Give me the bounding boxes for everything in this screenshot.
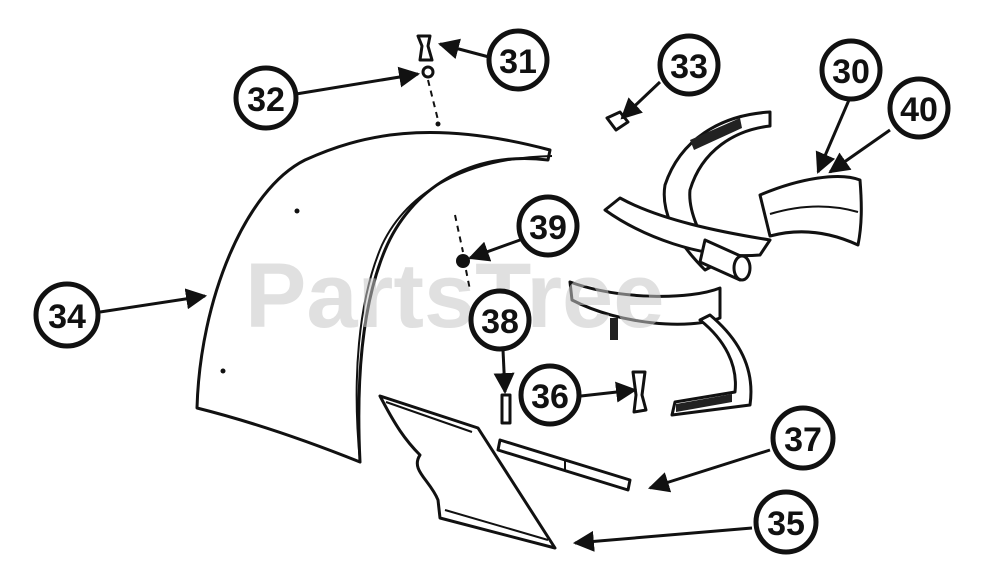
callout-33: 33 [657,33,721,97]
callout-38: 38 [468,288,532,352]
flap-part [378,394,557,550]
callout-36: 36 [518,363,582,427]
svg-text:34: 34 [48,298,86,336]
svg-text:35: 35 [767,505,805,543]
callout-34: 34 [33,281,101,349]
callout-35: 35 [753,489,819,555]
svg-text:31: 31 [499,43,537,81]
svg-text:37: 37 [784,421,822,459]
callout-40: 40 [887,76,951,140]
callout-39: 39 [516,194,580,258]
callout-37: 37 [770,405,836,471]
tine-assembly [568,110,863,417]
svg-text:33: 33 [670,48,708,86]
watermark-text: PartsTree [245,245,664,347]
hardware [416,34,648,425]
callout-30: 30 [819,38,883,102]
shield-part [195,121,553,464]
svg-text:38: 38 [481,303,519,341]
svg-text:39: 39 [529,209,567,247]
callout-31: 31 [486,28,550,92]
rod-part [496,438,632,492]
svg-text:36: 36 [531,378,569,416]
svg-text:40: 40 [900,91,938,129]
callout-32: 32 [233,65,299,131]
svg-text:30: 30 [832,53,870,91]
svg-text:32: 32 [247,81,285,119]
